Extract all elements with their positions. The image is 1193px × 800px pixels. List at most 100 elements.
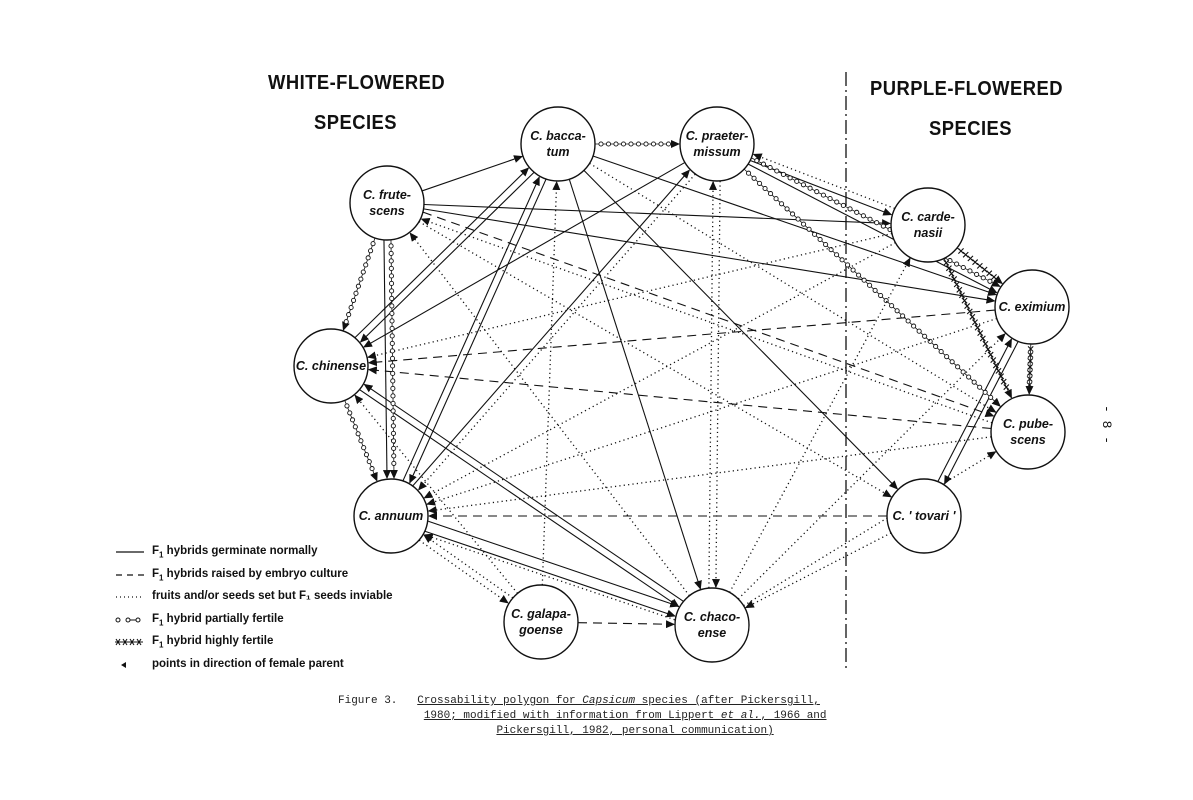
species-label: ense <box>698 626 727 640</box>
species-node-tovari: C. ' tovari ' <box>886 478 962 554</box>
edge-cardenasii-to-annuum <box>423 242 896 499</box>
species-circle <box>503 584 579 660</box>
species-circle <box>520 106 596 182</box>
page-number: - 8 - <box>1099 405 1114 445</box>
legend-dashed-text: hybrids raised by embryo culture <box>163 567 349 580</box>
legend-highly-text: hybrid highly fertile <box>163 635 274 647</box>
edge-eximium-to-tovari <box>944 341 1019 485</box>
species-label: C. eximium <box>999 300 1066 314</box>
edge-annuum-to-baccatum <box>402 176 540 482</box>
edge-chacoense-to-annuum <box>423 533 675 621</box>
edge-chacoense-to-frutescens <box>409 232 690 597</box>
edge-chacoense-to-eximium <box>737 333 1006 600</box>
edge-baccatum-to-praetermissum <box>595 140 680 148</box>
species-label: C. praeter- <box>686 129 749 143</box>
legend-solid-line-icon <box>116 551 144 553</box>
white-flowered-header: WHITE-FLOWERED <box>268 72 446 94</box>
edge-chacoense-to-chinense <box>363 383 684 602</box>
species-label: C. annuum <box>359 509 424 523</box>
edge-chacoense-to-pubescens <box>743 451 997 607</box>
legend-row-partially-fertile: F1 hybrid partially fertile <box>112 612 472 635</box>
edge-frutescens-to-annuum <box>388 239 398 479</box>
species-circle <box>886 478 962 554</box>
edge-baccatum-to-eximium <box>592 155 998 296</box>
edge-cardenasii-to-eximium <box>956 247 1003 285</box>
species-node-eximium: C. eximium <box>994 269 1070 345</box>
species-node-praetermissum: C. praeter-missum <box>679 106 755 182</box>
legend-fertile-text: hybrid partially fertile <box>163 612 284 625</box>
species-node-chacoense: C. chaco-ense <box>674 587 750 663</box>
edge-annuum-to-galapagoense <box>418 539 509 604</box>
edge-annuum-to-chacoense <box>424 530 676 618</box>
legend-dashed-prefix: F <box>152 567 160 580</box>
edge-praetermissum-to-chinense <box>363 161 686 348</box>
edge-chacoense-to-praetermissum <box>708 180 718 588</box>
edge-praetermissum-to-eximium <box>747 163 998 294</box>
legend-row-dotted: fruits and/or seeds set but F₁ seeds inv… <box>112 589 472 612</box>
edge-pubescens-to-chinense <box>367 366 992 430</box>
species-label: C. chaco- <box>684 610 740 624</box>
edge-chinense-to-annuum <box>344 400 378 482</box>
edge-cardenasii-to-praetermissum <box>752 153 895 210</box>
species-label: nasii <box>914 226 943 240</box>
edge-baccatum-to-annuum <box>409 178 547 484</box>
edge-eximium-to-pubescens <box>1025 343 1034 396</box>
edge-frutescens-to-cardenasii <box>423 203 892 228</box>
legend-solid-text: hybrids germinate normally <box>163 545 318 557</box>
species-node-pubescens: C. pube-scens <box>990 394 1066 470</box>
species-circle <box>353 478 429 554</box>
white-flowered-header-line2: SPECIES <box>314 112 397 134</box>
edge-frutescens-to-baccatum <box>421 155 524 192</box>
species-label: C. frute- <box>363 188 411 202</box>
legend-fertile-sub: 1 <box>159 617 164 627</box>
species-node-cardenasii: C. carde-nasii <box>890 187 966 263</box>
species-node-annuum: C. annuum <box>353 478 429 554</box>
edge-frutescens-to-chinense <box>342 237 376 332</box>
caption-line1: Crossability polygon for Capsicum specie… <box>417 695 820 707</box>
species-label: missum <box>693 145 740 159</box>
caption-line2: 1980; modified with information from Lip… <box>423 710 827 722</box>
edge-galapagoense-to-annuum <box>423 534 514 599</box>
species-circle <box>674 587 750 663</box>
edge-galapagoense-to-chacoense <box>577 620 676 629</box>
legend-solid-prefix: F <box>152 545 160 557</box>
edge-praetermissum-to-pubescens <box>743 168 1001 407</box>
species-node-baccatum: C. bacca-tum <box>520 106 596 182</box>
edge-frutescens-to-eximium <box>423 208 996 304</box>
edge-chinense-to-chacoense <box>359 389 680 608</box>
edge-galapagoense-to-baccatum <box>541 180 561 586</box>
edge-chacoense-to-cardenasii <box>729 257 911 593</box>
edge-chinense-to-baccatum <box>354 167 530 339</box>
species-label: C. ' tovari ' <box>893 509 957 523</box>
species-label: scens <box>1010 433 1045 447</box>
purple-flowered-header: PURPLE-FLOWERED <box>870 78 1063 100</box>
species-circle <box>890 187 966 263</box>
legend-row-dashed: F1 hybrids raised by embryo culture <box>112 567 472 590</box>
species-node-galapagoense: C. galapa-goense <box>503 584 579 660</box>
edge-annuum-to-praetermissum <box>412 169 690 487</box>
edge-tovari-to-eximium <box>937 338 1012 482</box>
legend: F1 hybrids germinate normally F1 hybrids… <box>112 544 472 679</box>
legend-fertile-prefix: F <box>152 612 160 625</box>
species-circle <box>293 328 369 404</box>
legend-dotted-text: fruits and/or seeds set but F₁ seeds inv… <box>152 590 393 602</box>
edge-baccatum-to-pubescens <box>589 162 997 413</box>
legend-highly-sub: 1 <box>159 640 164 650</box>
edge-frutescens-to-tovari <box>418 221 893 498</box>
edge-galapagoense-to-chinense <box>354 394 519 594</box>
legend-dashed-line-icon <box>116 573 144 576</box>
species-label: C. pube- <box>1003 417 1053 431</box>
species-label: tum <box>547 145 570 159</box>
species-label: C. galapa- <box>511 607 571 621</box>
edge-frutescens-to-annuum <box>382 240 391 480</box>
legend-row-solid: F1 hybrids germinate normally <box>112 544 472 567</box>
edge-cardenasii-to-chinense <box>367 232 893 360</box>
figure-caption: Figure 3. Crossability polygon for Capsi… <box>338 694 827 739</box>
edge-tovari-to-chacoense <box>744 532 892 609</box>
legend-arrow-text: points in direction of female parent <box>152 657 344 670</box>
edge-baccatum-to-chacoense <box>568 179 702 590</box>
legend-row-highly-fertile: F1 hybrid highly fertile <box>112 634 472 657</box>
legend-dashed-sub: 1 <box>159 572 164 582</box>
species-node-frutescens: C. frute-scens <box>349 165 425 241</box>
